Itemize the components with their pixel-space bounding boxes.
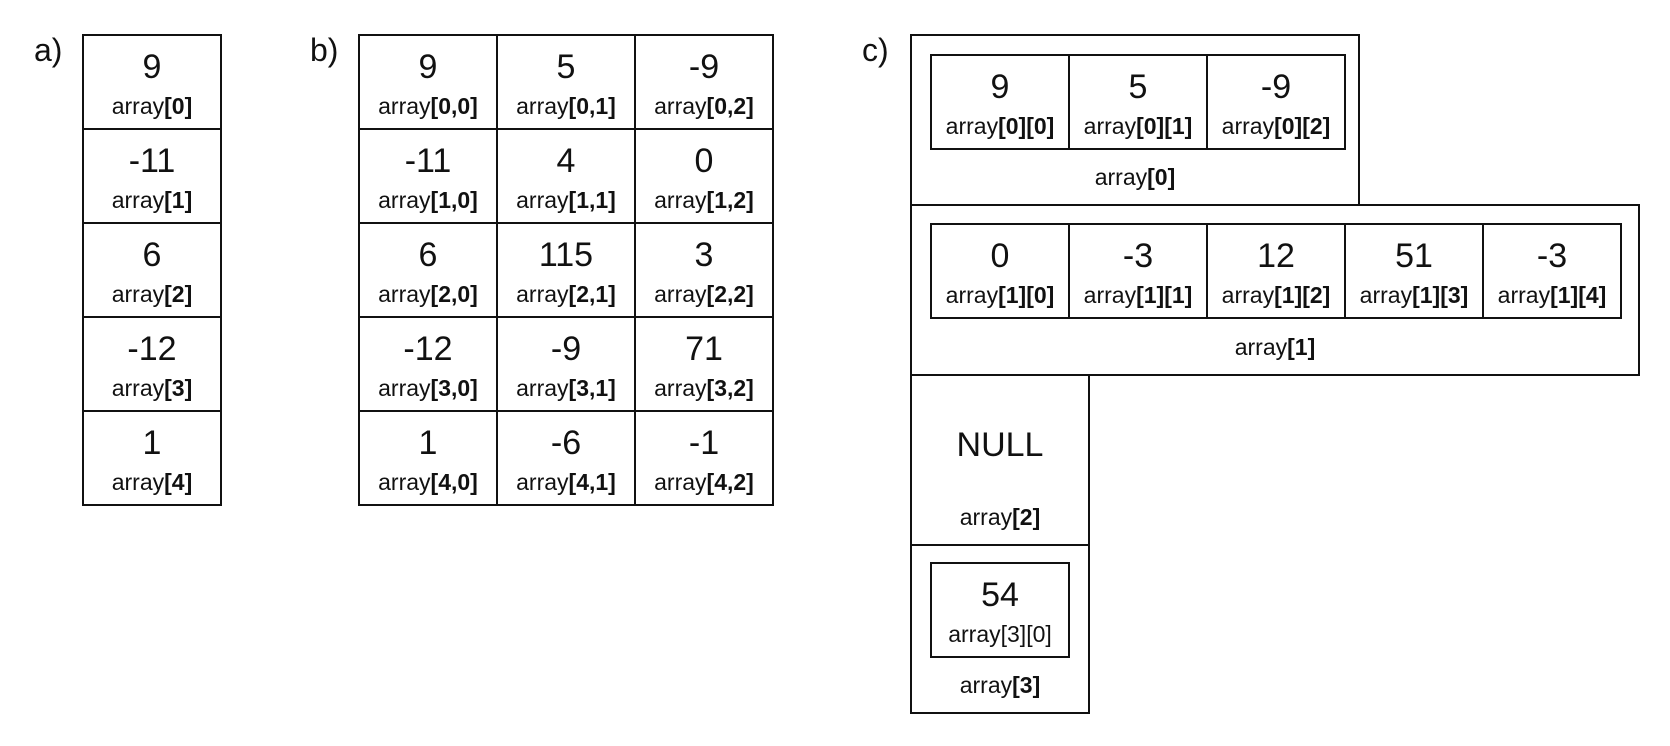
jagged-cell-0-0: 9 array[0][0]: [930, 54, 1070, 150]
panel-b-cell-0-0: 9 array[0,0]: [358, 34, 498, 130]
cell-index-label: array[2]: [111, 281, 193, 307]
cell-value: -11: [128, 142, 176, 180]
panel-a-cell-0: 9 array[0]: [82, 34, 222, 130]
panel-b-cell-3-0: -12 array[3,0]: [358, 316, 498, 412]
cell-index-label: array[4,1]: [516, 469, 616, 495]
cell-value: -3: [1536, 237, 1568, 275]
panel-b-cell-2-0: 6 array[2,0]: [358, 222, 498, 318]
panel-a-cell-3: -12 array[3]: [82, 316, 222, 412]
panel-b-cell-2-1: 115 array[2,1]: [496, 222, 636, 318]
cell-value: 4: [556, 142, 576, 180]
cell-value: -9: [550, 330, 582, 368]
cell-index-label: array[3,1]: [516, 375, 616, 401]
cell-index-label: array[4]: [111, 469, 193, 495]
cell-value: 6: [142, 236, 162, 274]
panel-b-cell-2-2: 3 array[2,2]: [634, 222, 774, 318]
panel-b-cell-4-2: -1 array[4,2]: [634, 410, 774, 506]
cell-index-label: array[0,0]: [378, 93, 478, 119]
cell-index-label: array[3]: [111, 375, 193, 401]
cell-value: 71: [685, 330, 723, 368]
cell-index-label: array[1][1]: [1083, 282, 1193, 308]
cell-value: 5: [556, 48, 576, 86]
cell-index-label: array[2,0]: [378, 281, 478, 307]
cell-value: 9: [990, 68, 1010, 106]
cell-value: 0: [694, 142, 714, 180]
jagged-cell-1-3: 51 array[1][3]: [1344, 223, 1484, 319]
row-0-right-edge-dotted: [1358, 34, 1360, 206]
cell-value: 1: [418, 424, 438, 462]
cell-value: 9: [418, 48, 438, 86]
panel-b-cell-3-1: -9 array[3,1]: [496, 316, 636, 412]
jagged-cell-0-1: 5 array[0][1]: [1068, 54, 1208, 150]
jagged-cell-1-2: 12 array[1][2]: [1206, 223, 1346, 319]
cell-index-label: array[1,0]: [378, 187, 478, 213]
panel-a-cell-4: 1 array[4]: [82, 410, 222, 506]
cell-value: -1: [688, 424, 720, 462]
cell-index-label: array[0][2]: [1221, 113, 1331, 139]
panel-b-cell-4-1: -6 array[4,1]: [496, 410, 636, 506]
cell-index-label: array[0][1]: [1083, 113, 1193, 139]
panel-b-cell-1-0: -11 array[1,0]: [358, 128, 498, 224]
jagged-row-2-container: [910, 374, 1090, 546]
cell-index-label: array[1]: [111, 187, 193, 213]
cell-index-label: array[1][0]: [945, 282, 1055, 308]
panel-a-label: a): [34, 32, 63, 68]
cell-value: 3: [694, 236, 714, 274]
cell-value: -9: [688, 48, 720, 86]
cell-value: -9: [1260, 68, 1292, 106]
cell-index-label: array[0,2]: [654, 93, 754, 119]
cell-index-label: array[0][0]: [945, 113, 1055, 139]
cell-index-label: array[3,0]: [378, 375, 478, 401]
cell-value: -3: [1122, 237, 1154, 275]
cell-value: 1: [142, 424, 162, 462]
null-value: NULL: [956, 426, 1044, 464]
jagged-row-2-label: array[2]: [959, 504, 1041, 530]
cell-index-label: array[3][0]: [948, 621, 1052, 647]
cell-value: -12: [127, 330, 177, 368]
panel-b-label: b): [310, 32, 339, 68]
jagged-cell-0-2: -9 array[0][2]: [1206, 54, 1346, 150]
cell-index-label: array[0]: [111, 93, 193, 119]
cell-index-label: array[4,0]: [378, 469, 478, 495]
cell-index-label: array[1,2]: [654, 187, 754, 213]
cell-value: -6: [550, 424, 582, 462]
jagged-cell-1-0: 0 array[1][0]: [930, 223, 1070, 319]
panel-b-cell-1-2: 0 array[1,2]: [634, 128, 774, 224]
jagged-row-1-label: array[1]: [1234, 334, 1316, 360]
jagged-cell-1-1: -3 array[1][1]: [1068, 223, 1208, 319]
panel-a-cell-1: -11 array[1]: [82, 128, 222, 224]
panel-a-cell-2: 6 array[2]: [82, 222, 222, 318]
panel-c-label: c): [862, 32, 889, 68]
cell-index-label: array[2,2]: [654, 281, 754, 307]
jagged-cell-3-0: 54 array[3][0]: [930, 562, 1070, 658]
jagged-row-0-label: array[0]: [1094, 164, 1176, 190]
panel-b-cell-3-2: 71 array[3,2]: [634, 316, 774, 412]
cell-index-label: array[4,2]: [654, 469, 754, 495]
cell-index-label: array[1][2]: [1221, 282, 1331, 308]
cell-index-label: array[2,1]: [516, 281, 616, 307]
cell-value: 51: [1395, 237, 1433, 275]
cell-value: 12: [1257, 237, 1295, 275]
panel-b-cell-0-1: 5 array[0,1]: [496, 34, 636, 130]
cell-value: 54: [981, 576, 1019, 614]
cell-value: 0: [990, 237, 1010, 275]
cell-value: 6: [418, 236, 438, 274]
cell-index-label: array[1,1]: [516, 187, 616, 213]
cell-index-label: array[1][3]: [1359, 282, 1469, 308]
cell-value: 5: [1128, 68, 1148, 106]
cell-value: -11: [404, 142, 452, 180]
jagged-row-3-label: array[3]: [959, 672, 1041, 698]
cell-index-label: array[1][4]: [1497, 282, 1607, 308]
cell-value: 115: [538, 236, 594, 274]
jagged-cell-1-4: -3 array[1][4]: [1482, 223, 1622, 319]
cell-value: 9: [142, 48, 162, 86]
cell-index-label: array[0,1]: [516, 93, 616, 119]
panel-b-cell-4-0: 1 array[4,0]: [358, 410, 498, 506]
panel-b-cell-0-2: -9 array[0,2]: [634, 34, 774, 130]
panel-b-cell-1-1: 4 array[1,1]: [496, 128, 636, 224]
cell-value: -12: [403, 330, 453, 368]
cell-index-label: array[3,2]: [654, 375, 754, 401]
